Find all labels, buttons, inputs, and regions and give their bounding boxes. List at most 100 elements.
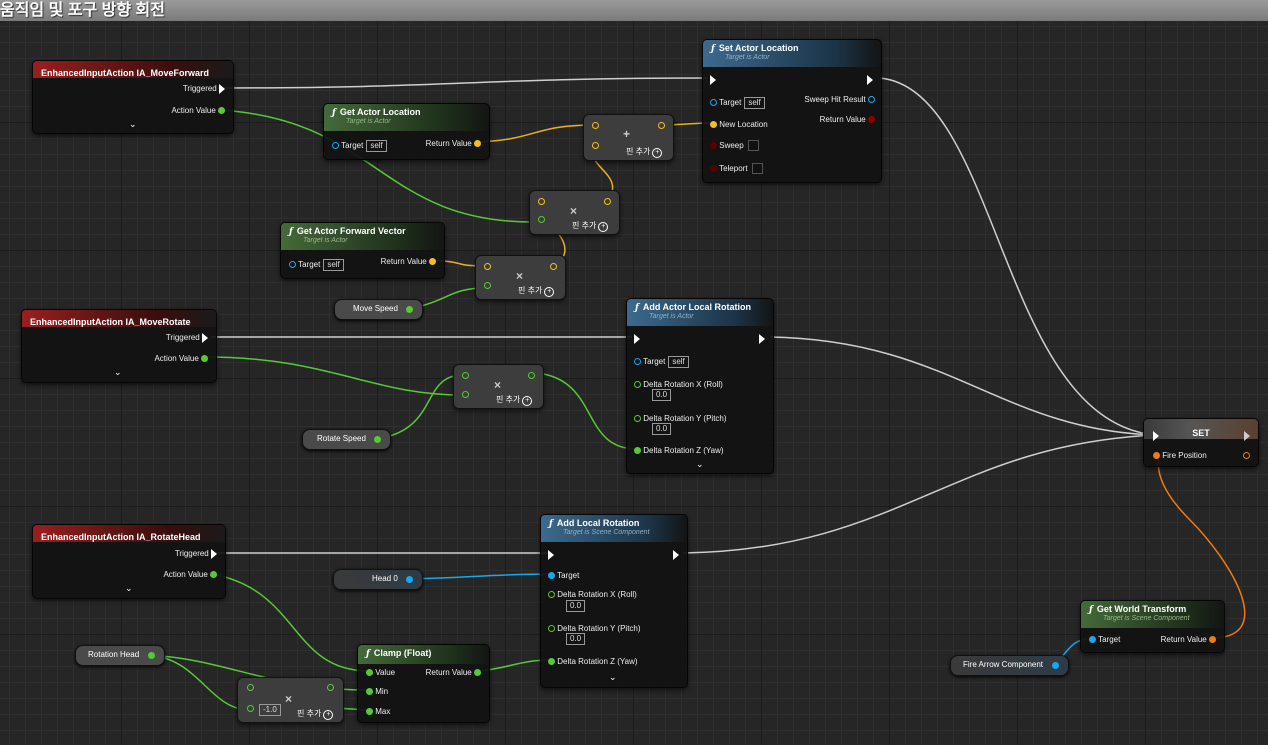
yaw-pin[interactable] xyxy=(548,658,555,666)
float-out-pin[interactable] xyxy=(406,306,413,313)
target-pin[interactable] xyxy=(289,261,296,269)
target-pin[interactable] xyxy=(634,358,641,366)
float-out-pin[interactable] xyxy=(327,684,334,691)
roll-pin[interactable] xyxy=(548,591,555,599)
self-field[interactable]: self xyxy=(323,259,344,271)
exec-out-pin[interactable] xyxy=(673,549,679,560)
target-pin[interactable] xyxy=(710,99,717,107)
rotate-speed-variable[interactable]: Rotate Speed xyxy=(302,429,391,450)
float-out-pin[interactable] xyxy=(201,355,208,363)
vector-out-pin[interactable] xyxy=(604,198,611,205)
float-in-pin[interactable] xyxy=(484,282,491,289)
roll-pin[interactable] xyxy=(634,381,641,389)
float-in-pin[interactable] xyxy=(247,684,254,691)
teleport-checkbox[interactable] xyxy=(751,163,763,175)
multiply-negative-node[interactable]: -1.0 × 핀 추가+ xyxy=(237,677,344,723)
vector-out-pin[interactable] xyxy=(429,258,436,266)
transform-out-pin[interactable] xyxy=(1209,636,1216,644)
float-out-pin[interactable] xyxy=(218,107,225,115)
hit-out-pin[interactable] xyxy=(868,96,875,104)
add-pin-button[interactable]: 핀 추가+ xyxy=(496,394,533,406)
fire-position-pin[interactable] xyxy=(1153,452,1160,460)
vector-in-pin[interactable] xyxy=(592,142,599,149)
move-forward-event-node[interactable]: EnhancedInputAction IA_MoveForward Trigg… xyxy=(32,60,234,134)
float-in-pin[interactable] xyxy=(462,391,469,398)
exec-out-pin[interactable] xyxy=(219,83,225,94)
float-out-pin[interactable] xyxy=(474,669,481,677)
transform-out-pin[interactable] xyxy=(1243,452,1250,460)
self-field[interactable]: self xyxy=(366,140,387,152)
pitch-field[interactable]: 0.0 xyxy=(566,633,586,645)
float-out-pin[interactable] xyxy=(148,652,155,659)
exec-out-pin[interactable] xyxy=(759,333,765,344)
self-field[interactable]: self xyxy=(744,97,765,109)
exec-out-pin[interactable] xyxy=(867,74,873,85)
vector-out-pin[interactable] xyxy=(658,122,665,129)
expand-chevron-icon[interactable]: ⌄ xyxy=(609,672,617,682)
target-pin[interactable] xyxy=(332,142,339,150)
value-pin[interactable] xyxy=(366,669,373,677)
expand-chevron-icon[interactable]: ⌄ xyxy=(114,367,122,377)
max-pin[interactable] xyxy=(366,708,373,716)
target-pin[interactable] xyxy=(1089,636,1096,644)
target-pin[interactable] xyxy=(548,572,555,580)
multiply-forward-node[interactable]: × 핀 추가+ xyxy=(475,255,566,300)
fire-arrow-component-variable[interactable]: Fire Arrow Component xyxy=(950,655,1069,676)
float-out-pin[interactable] xyxy=(210,571,217,579)
float-in-pin[interactable] xyxy=(247,705,254,712)
exec-in-pin[interactable] xyxy=(1153,430,1159,441)
teleport-pin[interactable] xyxy=(710,165,717,173)
expand-chevron-icon[interactable]: ⌄ xyxy=(129,119,137,129)
exec-in-pin[interactable] xyxy=(634,333,640,344)
expand-chevron-icon[interactable]: ⌄ xyxy=(696,459,704,469)
rotate-head-event-node[interactable]: EnhancedInputAction IA_RotateHead Trigge… xyxy=(32,524,226,599)
pitch-pin[interactable] xyxy=(634,415,641,423)
yaw-pin[interactable] xyxy=(634,447,641,455)
add-pin-button[interactable]: 핀 추가+ xyxy=(572,220,609,232)
roll-field[interactable]: 0.0 xyxy=(566,600,586,612)
move-rotate-event-node[interactable]: EnhancedInputAction IA_MoveRotate Trigge… xyxy=(21,309,217,383)
add-vector-node[interactable]: + 핀 추가+ xyxy=(583,114,674,161)
sweep-pin[interactable] xyxy=(710,142,717,150)
pitch-pin[interactable] xyxy=(548,625,555,633)
set-fire-position-node[interactable]: SET Fire Position xyxy=(1143,418,1259,467)
exec-out-pin[interactable] xyxy=(211,548,217,559)
add-pin-button[interactable]: 핀 추가+ xyxy=(626,146,663,158)
multiply-vector-node[interactable]: × 핀 추가+ xyxy=(529,190,620,235)
add-pin-button[interactable]: 핀 추가+ xyxy=(297,708,334,720)
vector-in-pin[interactable] xyxy=(538,198,545,205)
vector-in-pin[interactable] xyxy=(484,263,491,270)
bool-out-pin[interactable] xyxy=(868,116,875,124)
multiplier-field[interactable]: -1.0 xyxy=(259,704,281,716)
exec-out-pin[interactable] xyxy=(1244,430,1250,441)
self-field[interactable]: self xyxy=(668,356,689,368)
float-out-pin[interactable] xyxy=(528,372,535,379)
add-pin-button[interactable]: 핀 추가+ xyxy=(518,285,555,297)
pitch-field[interactable]: 0.0 xyxy=(652,423,672,435)
min-pin[interactable] xyxy=(366,688,373,696)
rotation-head-variable[interactable]: Rotation Head xyxy=(75,645,165,666)
float-in-pin[interactable] xyxy=(462,372,469,379)
object-out-pin[interactable] xyxy=(406,576,413,583)
new-location-pin[interactable] xyxy=(710,121,717,129)
vector-out-pin[interactable] xyxy=(474,140,481,148)
expand-chevron-icon[interactable]: ⌄ xyxy=(125,583,133,593)
roll-field[interactable]: 0.0 xyxy=(652,389,672,401)
head0-variable[interactable]: Head 0 xyxy=(333,569,423,590)
sweep-checkbox[interactable] xyxy=(747,140,759,152)
float-in-pin[interactable] xyxy=(538,216,545,223)
object-out-pin[interactable] xyxy=(1052,662,1059,669)
exec-in-pin[interactable] xyxy=(710,74,716,85)
vector-out-pin[interactable] xyxy=(550,263,557,270)
move-speed-variable[interactable]: Move Speed xyxy=(334,299,423,320)
exec-out-pin[interactable] xyxy=(202,332,208,343)
exec-in-pin[interactable] xyxy=(548,549,554,560)
float-out-pin[interactable] xyxy=(374,436,381,443)
